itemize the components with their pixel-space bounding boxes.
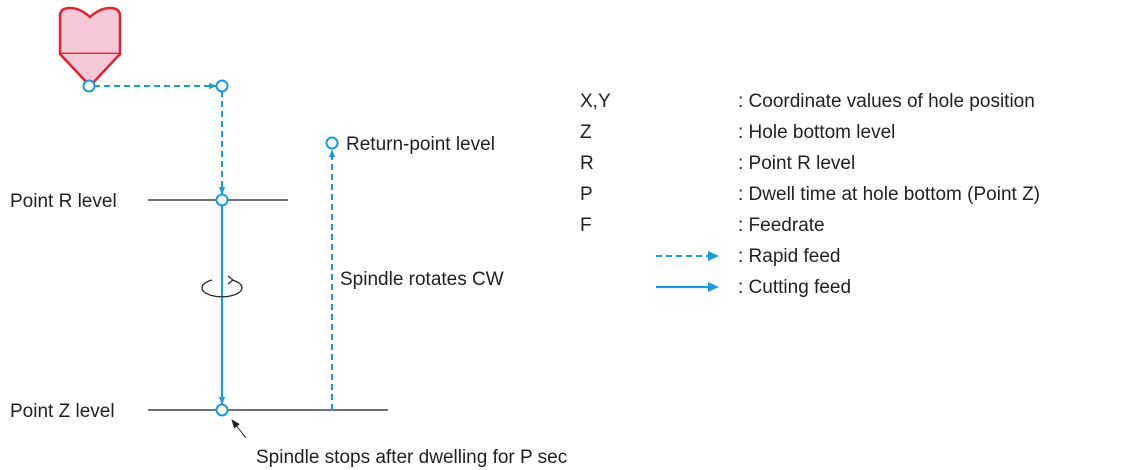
rotation-cw-icon (201, 275, 243, 298)
return-point-label: Return-point level (346, 134, 495, 155)
legend-symbol: P (580, 184, 593, 205)
dwell-pointer-arrow (231, 419, 247, 439)
spindle-cw-label: Spindle rotates CW (340, 269, 504, 290)
point-r-marker (215, 193, 229, 207)
point-z-marker (215, 403, 229, 417)
legend-description: : Hole bottom level (738, 122, 896, 143)
point-r-label: Point R level (10, 191, 117, 212)
legend-symbol: R (580, 153, 594, 174)
return-point-marker (325, 136, 339, 150)
legend-description: : Rapid feed (738, 246, 841, 267)
legend-description: : Cutting feed (738, 277, 852, 298)
dashed-arrow-icon (656, 251, 719, 261)
legend-description: : Point R level (738, 153, 856, 174)
solid-arrow-icon (656, 282, 719, 292)
point-z-label: Point Z level (10, 401, 115, 422)
legend-description: : Coordinate values of hole position (738, 91, 1035, 112)
legend-symbol: F (580, 215, 592, 236)
hole-position-point (215, 79, 229, 93)
legend-symbol: X,Y (580, 91, 611, 112)
drill-tool-icon (58, 6, 122, 88)
tool-tip-point (82, 79, 96, 93)
legend-symbol: Z (580, 122, 592, 143)
legend-description: : Dwell time at hole bottom (Point Z) (738, 184, 1040, 205)
spindle-stops-label: Spindle stops after dwelling for P sec (256, 447, 567, 468)
legend-description: : Feedrate (738, 215, 825, 236)
